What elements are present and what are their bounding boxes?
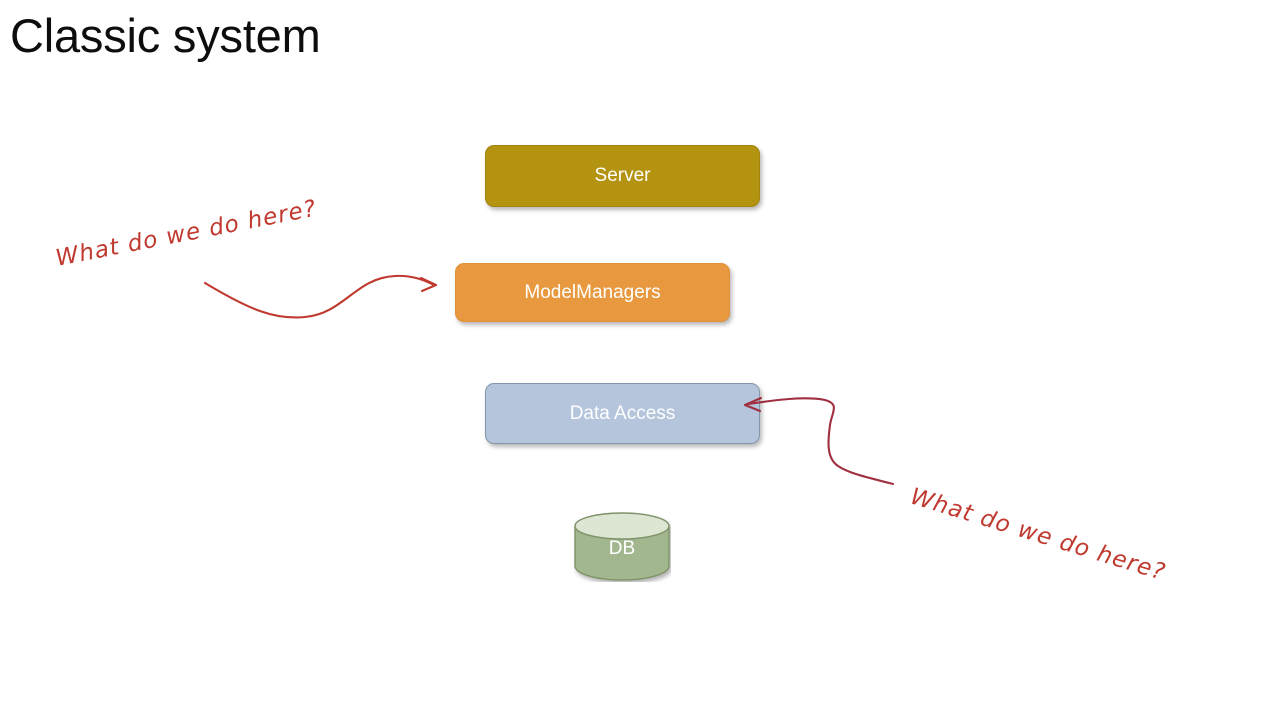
diagram-node-modelmanagers-label: ModelManagers [524,281,661,303]
diagram-node-dataaccess[interactable]: Data Access [485,383,760,444]
annotation-right-text: What do we do here? [907,483,1169,587]
annotation-left-text: What do we do here? [53,195,320,272]
diagram-node-db[interactable]: DB [573,512,671,582]
database-cylinder-icon [574,512,670,581]
diagram-node-dataaccess-label: Data Access [569,402,676,424]
diagram-node-server-label: Server [594,165,651,186]
page-title: Classic system [10,9,321,62]
arrow-to-modelmanagers-icon [203,274,438,319]
arrow-to-dataaccess-icon [743,396,895,486]
diagram-node-server[interactable]: Server [485,145,760,207]
diagram-node-modelmanagers[interactable]: ModelManagers [455,263,730,322]
